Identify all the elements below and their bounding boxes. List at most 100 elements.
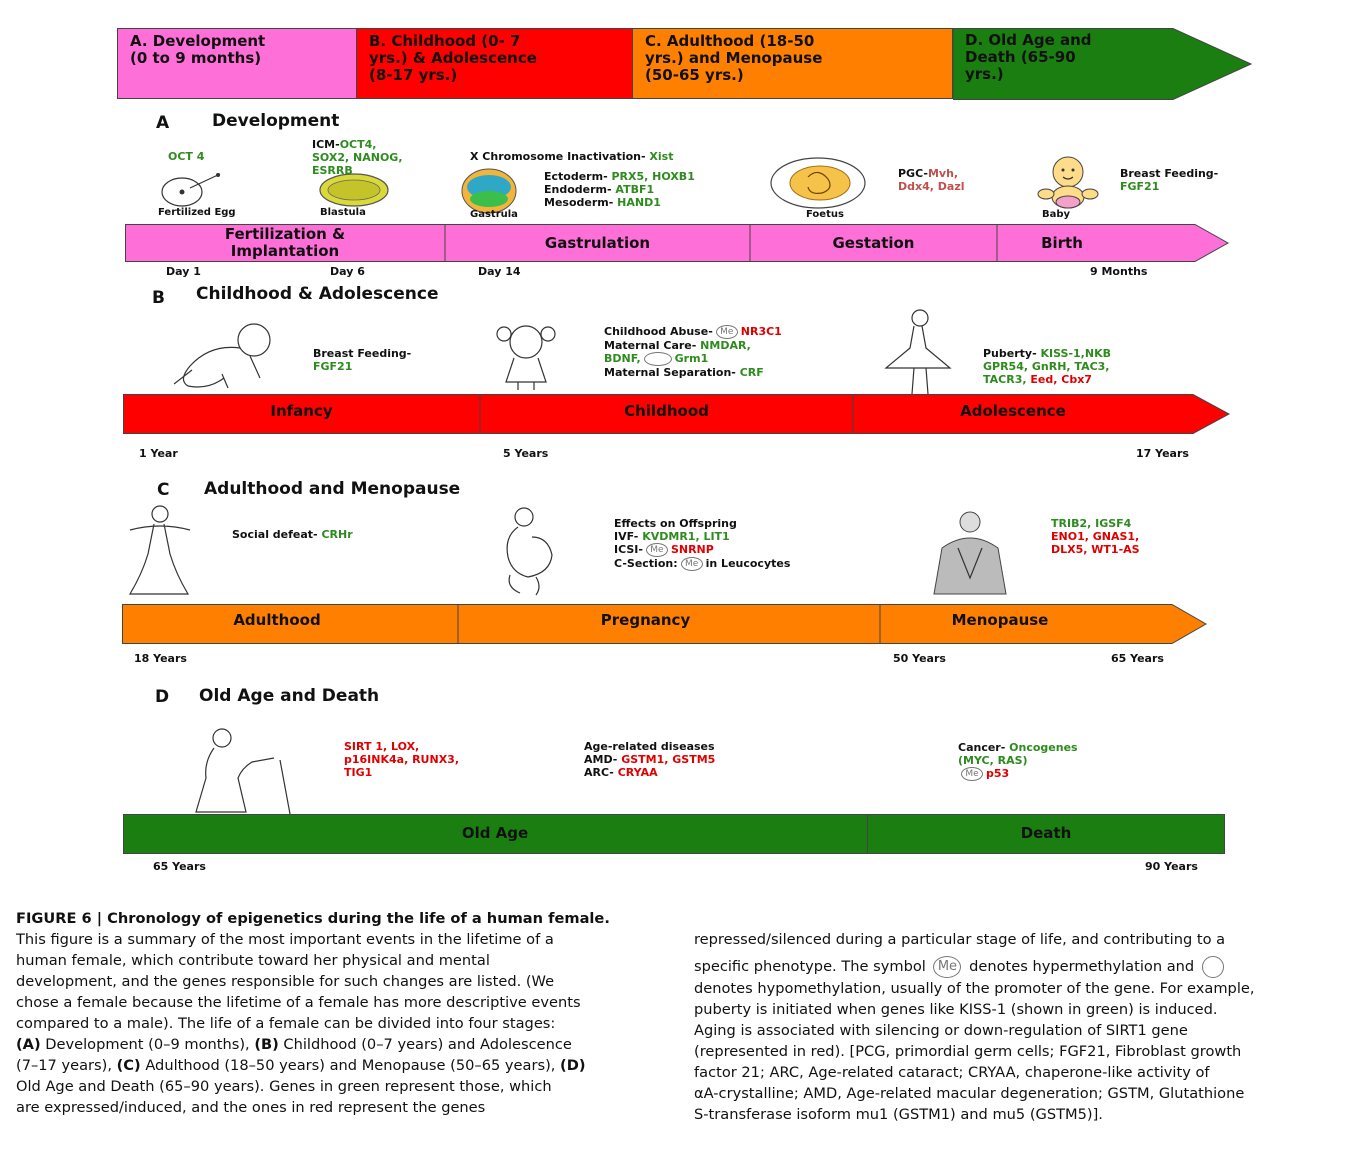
puberty-label: Puberty- — [983, 347, 1037, 360]
maternal-separation-label: Maternal Separation- — [604, 366, 736, 379]
adulthood-bar-shape — [122, 604, 1208, 644]
ectoderm-genes: PRX5, HOXB1 — [611, 170, 695, 183]
caption-left-line-2: human female, which contribute toward he… — [16, 952, 490, 969]
pgc-label-text: PGC- — [898, 167, 928, 180]
development-bar-shape — [125, 224, 1230, 262]
x-inactivation-label: X Chromosome Inactivation- — [470, 150, 646, 163]
endoderm-label: Endoderm- — [544, 183, 612, 196]
tick-65years-c: 65 Years — [1111, 652, 1164, 665]
caption-l7-text2: Adulthood (18–50 years) and Menopause (5… — [140, 1057, 561, 1074]
pregnant-woman-illustration — [506, 507, 553, 596]
menopause-woman-illustration — [933, 511, 1007, 595]
childhood-bar-shape — [123, 394, 1231, 434]
myc-ras-genes: (MYC, RAS) — [958, 754, 1028, 767]
tick-day1: Day 1 — [166, 265, 201, 278]
old-age-bar — [123, 814, 1225, 854]
cancer-label: Cancer- — [958, 741, 1006, 754]
hypermethylation-symbol-icsi: Me — [645, 543, 668, 557]
icm-gene-2: SOX2, NANOG, — [312, 151, 403, 164]
gstm-genes: GSTM1, GSTM5 — [621, 753, 716, 766]
stage-c-header: C. Adulthood (18-50 yrs.) and Menopause … — [633, 28, 953, 99]
bar-adolescence: Adolescence — [960, 402, 1066, 420]
bar-fertilization: Fertilization & Implantation — [125, 224, 445, 262]
caption-hypermethylation-symbol: Me — [933, 956, 962, 978]
tacr3-gene: TACR3, — [983, 373, 1027, 386]
x-inactivation: X Chromosome Inactivation- Xist — [470, 150, 673, 163]
bar-infancy: Infancy — [270, 402, 333, 420]
caption-l6-text2: Childhood (0–7 years) and Adolescence — [278, 1036, 572, 1053]
caption-right-line-4: puberty is initiated when genes like KIS… — [694, 1001, 1218, 1018]
caption-right-line-8: αA-crystalline; AMD, Age-related macular… — [694, 1085, 1245, 1102]
germ-layers: Ectoderm- PRX5, HOXB1 Endoderm- ATBF1 Me… — [544, 170, 695, 209]
ivf-genes: KVDMR1, LIT1 — [642, 530, 730, 543]
figure: A. Development (0 to 9 months) B. Childh… — [117, 28, 1253, 873]
baby-illustration — [1037, 156, 1099, 209]
fgf21-gene-b: FGF21 — [313, 360, 353, 373]
old-age-genes: SIRT 1, LOX, p16INK4a, RUNX3, TIG1 — [344, 740, 459, 779]
old-age-bar-divider — [867, 814, 868, 854]
section-c-title: Adulthood and Menopause — [204, 479, 461, 499]
caption-left-line-3: development, and the genes responsible f… — [16, 973, 555, 990]
abuse-label: Childhood Abuse- — [604, 325, 713, 338]
hypomethylation-symbol — [643, 352, 672, 366]
section-c-letter: C — [157, 480, 170, 500]
section-b-title: Childhood & Adolescence — [196, 284, 439, 304]
pgc-gene-2: Ddx4, Dazl — [898, 180, 965, 193]
arc-label: ARC- — [584, 766, 614, 779]
caption-right-line-5: Aging is associated with silencing or do… — [694, 1022, 1188, 1039]
oncogenes-label: Oncogenes — [1009, 741, 1078, 754]
section-d-title: Old Age and Death — [199, 686, 380, 706]
bar-old-age: Old Age — [461, 824, 529, 842]
tick-90years: 90 Years — [1145, 860, 1198, 873]
caption-hypomethylation-symbol — [1201, 956, 1224, 978]
stage-c-line2: yrs.) and Menopause — [645, 49, 823, 67]
stage-b-line2: yrs.) & Adolescence — [369, 49, 537, 67]
kiss1-gene: KISS-1,NKB — [1040, 347, 1111, 360]
adult-woman-illustration — [128, 505, 191, 595]
social-defeat-label: Social defeat- — [232, 528, 318, 541]
age-diseases-label: Age-related diseases — [584, 740, 715, 753]
stage-d-line3: yrs.) — [965, 65, 1004, 83]
stage-b-header: B. Childhood (0- 7 yrs.) & Adolescence (… — [357, 28, 633, 99]
bar-death: Death — [1020, 824, 1072, 842]
stage-d-line2: Death (65-90 — [965, 48, 1076, 66]
icm-label-text: ICM- — [312, 138, 340, 151]
bar-pregnancy: Pregnancy — [600, 611, 691, 629]
hypermethylation-symbol-csection: Me — [680, 557, 703, 571]
caption-right-line-7: factor 21; ARC, Age-related cataract; CR… — [694, 1064, 1210, 1081]
crhr-gene: CRHr — [321, 528, 353, 541]
caption-foetus: Foetus — [806, 209, 844, 220]
caption-left-line-6: (A) Development (0–9 months), (B) Childh… — [16, 1034, 676, 1055]
tick-5years: 5 Years — [503, 447, 549, 460]
stage-c-line3: (50-65 yrs.) — [645, 66, 744, 84]
foetus-illustration — [770, 157, 866, 209]
caption-a-marker: (A) — [16, 1036, 41, 1053]
bar-fertilization-line1: Fertilization & — [224, 225, 346, 243]
caption-heading: FIGURE 6 | Chronology of epigenetics dur… — [16, 910, 610, 927]
caption-left-line-5: compared to a male). The life of a femal… — [16, 1015, 556, 1032]
stage-d-arrow — [953, 28, 1253, 100]
bar-gestation: Gestation — [832, 234, 915, 252]
grm1-gene: Grm1 — [674, 352, 709, 365]
caption-gastrula: Gastrula — [470, 209, 518, 220]
cryaa-gene: CRYAA — [617, 766, 658, 779]
breast-feeding-b: Breast Feeding- FGF21 — [313, 347, 411, 373]
tig1-gene: TIG1 — [344, 766, 373, 779]
pgc-label: PGC-Mvh, Ddx4, Dazl — [898, 167, 965, 193]
p53-gene: p53 — [986, 767, 1010, 780]
caption-left-line-9: are expressed/induced, and the ones in r… — [16, 1099, 486, 1116]
section-a-letter: A — [156, 113, 170, 133]
stage-a-header: A. Development (0 to 9 months) — [117, 28, 357, 99]
stage-b-line3: (8-17 yrs.) — [369, 66, 458, 84]
puberty-genes: Puberty- KISS-1,NKB GPR54, GnRH, TAC3, T… — [983, 347, 1111, 386]
tick-50years: 50 Years — [893, 652, 946, 665]
old-woman-illustration — [195, 728, 291, 815]
c-section-text: in Leucocytes — [705, 557, 791, 570]
caption-b-marker: (B) — [254, 1036, 279, 1053]
social-defeat: Social defeat- CRHr — [232, 528, 353, 541]
crf-gene: CRF — [739, 366, 764, 379]
caption-blastula: Blastula — [320, 207, 366, 218]
tick-9months: 9 Months — [1090, 265, 1148, 278]
bar-birth: Birth — [1041, 234, 1083, 252]
